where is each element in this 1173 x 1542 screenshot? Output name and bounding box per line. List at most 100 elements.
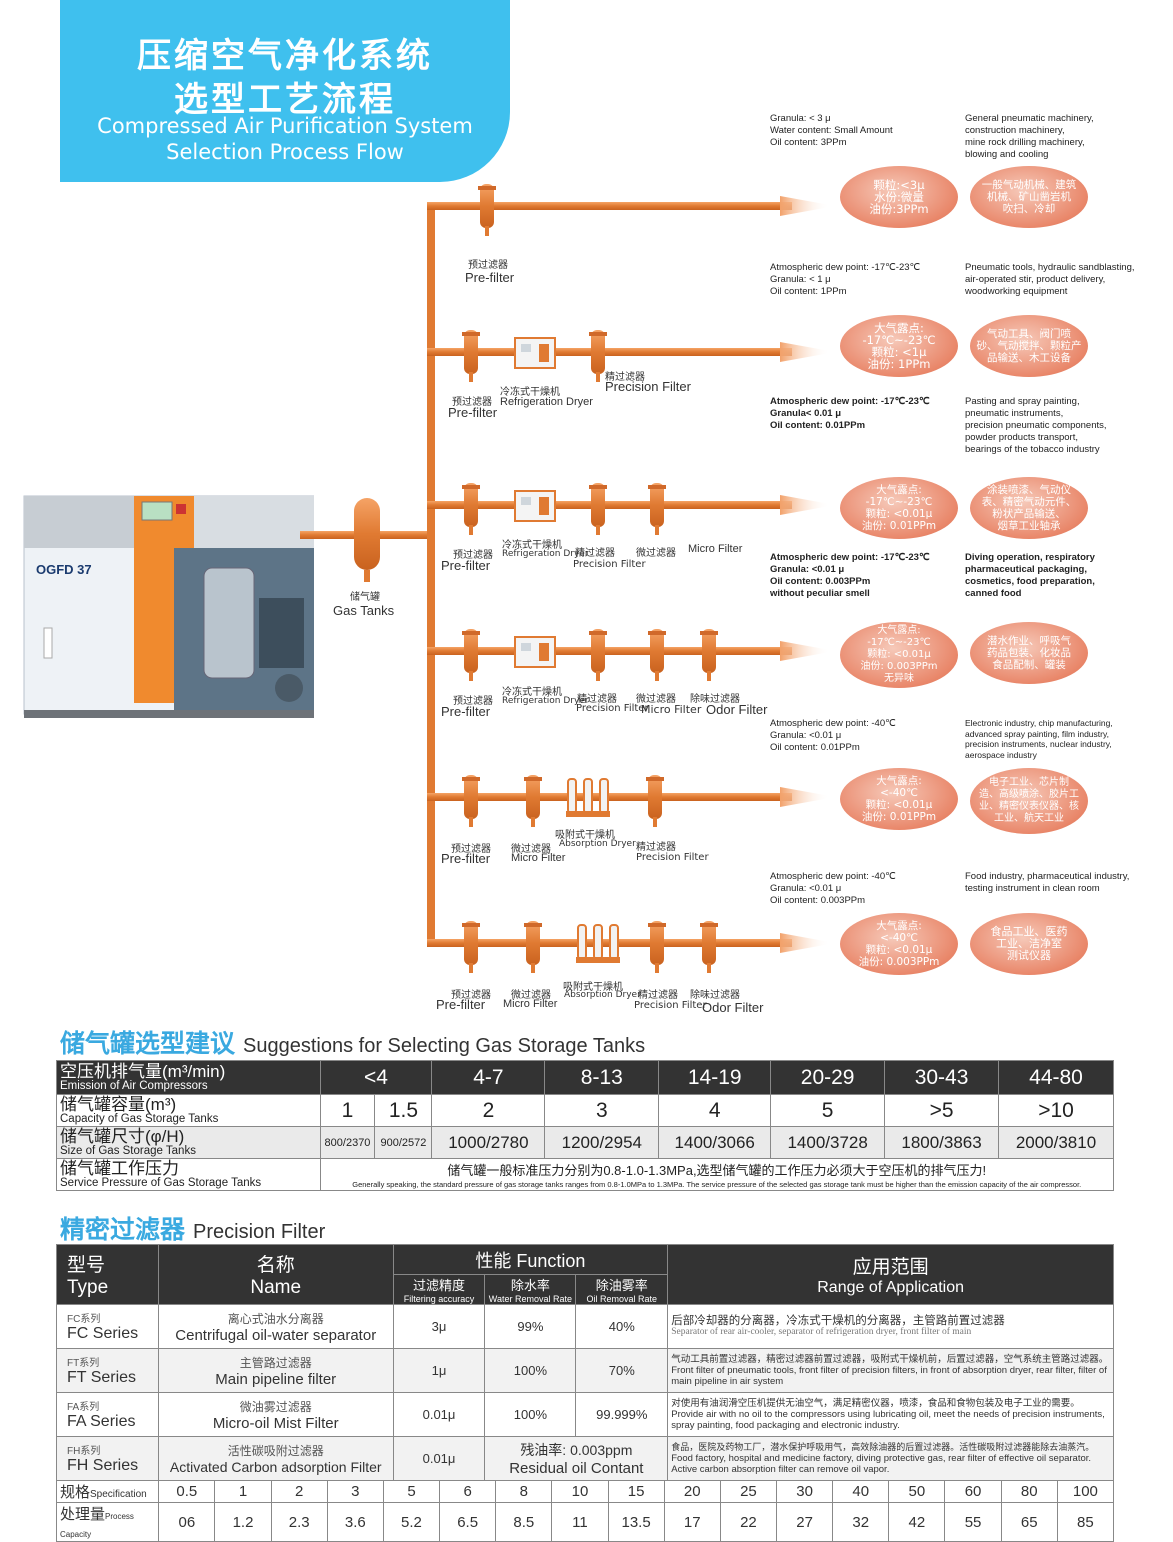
b5-micro-cn: 微过滤器: [511, 844, 551, 855]
b5-application-cn: 电子工业、芯片制 造、高级喷涂、胶片工 业、精密仪表仪器、核 工业、航天工业: [979, 777, 1079, 824]
filter-icon: [462, 921, 480, 973]
b6-micro-cn: 微过滤器: [511, 990, 551, 1001]
b2-quality-bubble: 大气露点: -17℃~-23℃ 颗粒: <1μ 油份: 1PPm: [840, 315, 958, 377]
b2-application-info: Pneumatic tools, hydraulic sandblasting,…: [965, 262, 1135, 297]
b6-application-bubble: 食品工业、医药 工业、洁净室 测试仪器: [970, 913, 1088, 975]
size-cell: 1400/3066: [658, 1126, 772, 1159]
tank-section-title-en: Suggestions for Selecting Gas Storage Ta…: [243, 1035, 646, 1057]
b4-odor-cn: 除味过滤器: [690, 694, 740, 705]
absorption-dryer-icon: [566, 778, 610, 817]
b4-application-bubble: 潜水作业、呼吸气 药品包装、化妆品 食品配制、罐装: [970, 622, 1088, 684]
b6-micro-en: Micro Filter: [503, 998, 558, 1010]
b5-quality-info: Atmospheric dew point: -40℃ Granula: <0.…: [770, 718, 896, 753]
capacity-cell: 1: [319, 1094, 376, 1127]
b6-precision-cn: 精过滤器: [638, 990, 678, 1001]
emission-cell: 44-80: [998, 1060, 1114, 1095]
b1-application-bubble: 一般气动机械、建筑 机械、矿山凿岩机 吹扫、冷却: [970, 166, 1088, 228]
pipe-branch: [427, 921, 830, 973]
filter-icon: [524, 921, 542, 973]
b1-prefilter-en: Pre-filter: [465, 270, 515, 285]
b2-application-cn: 气动工具、阀门喷 砂、气动搅拌、颗粒产 品输送、木工设备: [976, 328, 1082, 364]
b3-quality-bubble: 大气露点: -17℃~-23℃ 颗粒: <0.01μ 油份: 0.01PPm: [840, 477, 958, 539]
b6-odor-en: Odor Filter: [702, 1000, 764, 1015]
pressure-note: 储气罐一般标准压力分别为0.8-1.0-1.3MPa,选型储气罐的工作压力必须大…: [319, 1158, 1115, 1191]
size-cell: 800/2370: [319, 1126, 376, 1159]
capacity-cell: 5: [770, 1094, 886, 1127]
b3-application-bubble: 涂装喷漆、气动仪 表、精密气动元件、 粉状产品输送、 烟草工业轴承: [970, 477, 1088, 539]
air-compressor-image: OGFD 37: [14, 488, 315, 728]
filter-section-title-cn: 精密过滤器: [60, 1215, 186, 1244]
airflow-arrow-icon: [780, 787, 830, 807]
b3-quality-cn: 大气露点: -17℃~-23℃ 颗粒: <0.01μ 油份: 0.01PPm: [861, 484, 937, 532]
b4-precision-cn: 精过滤器: [577, 694, 617, 705]
pipe-branch: [427, 184, 830, 236]
b3-precision-cn: 精过滤器: [575, 548, 615, 559]
refrigeration-dryer-icon: [514, 636, 556, 668]
capacity-cell: 1.5: [374, 1094, 433, 1127]
b5-abs-cn: 吸附式干燥机: [555, 830, 615, 841]
b1-application-info: General pneumatic machinery, constructio…: [965, 113, 1094, 160]
b5-application-bubble: 电子工业、芯片制 造、高级喷涂、胶片工 业、精密仪表仪器、核 工业、航天工业: [970, 768, 1088, 834]
b4-dryer-en: Refrigeration Dryer: [502, 696, 589, 706]
pressure-note-cn: 储气罐一般标准压力分别为0.8-1.0-1.3MPa,选型储气罐的工作压力必须大…: [447, 1163, 987, 1178]
b2-precision-cn: 精过滤器: [605, 372, 645, 383]
b5-precision-cn: 精过滤器: [636, 842, 676, 853]
emission-cell: <4: [319, 1060, 433, 1095]
filter-icon: [524, 775, 542, 827]
filter-icon: [462, 629, 480, 681]
b3-precision-en: Precision Filter: [573, 559, 646, 570]
b5-quality-cn: 大气露点: <-40℃ 颗粒: <0.01μ 油份: 0.01PPm: [861, 775, 937, 823]
b3-micro-cn: 微过滤器: [636, 548, 676, 559]
capacity-row: 储气罐容量(m³)Capacity of Gas Storage Tanks 1…: [56, 1094, 1114, 1127]
b4-prefilter-cn: 预过滤器: [453, 696, 493, 707]
b1-prefilter-cn: 预过滤器: [468, 260, 508, 271]
filter-icon: [589, 629, 607, 681]
refrigeration-dryer-icon: [514, 490, 556, 522]
b5-prefilter-cn: 预过滤器: [451, 844, 491, 855]
b2-prefilter-cn: 预过滤器: [452, 397, 492, 408]
b6-prefilter-en: Pre-filter: [436, 997, 486, 1012]
b4-odor-en: Odor Filter: [706, 702, 768, 717]
pipe-branch: [427, 629, 830, 681]
b4-application-cn: 潜水作业、呼吸气 药品包装、化妆品 食品配制、罐装: [987, 635, 1071, 671]
b1-quality-bubble: 颗粒:<3μ 水份:微量 油份:3PPm: [840, 166, 958, 228]
b2-prefilter-en: Pre-filter: [448, 405, 498, 420]
b6-quality-cn: 大气露点: <-40℃ 颗粒: <0.01μ 油份: 0.003PPm: [858, 920, 940, 968]
b3-prefilter-en: Pre-filter: [441, 558, 491, 573]
b4-application-info: Diving operation, respiratory pharmaceut…: [965, 552, 1095, 599]
size-cell: 1000/2780: [431, 1126, 546, 1159]
emission-cell: 4-7: [431, 1060, 546, 1095]
filter-icon: [646, 775, 664, 827]
b5-quality-bubble: 大气露点: <-40℃ 颗粒: <0.01μ 油份: 0.01PPm: [840, 768, 958, 830]
filter-icon: [462, 775, 480, 827]
capacity-cell: >5: [884, 1094, 999, 1127]
b2-dryer-cn: 冷冻式干燥机: [500, 387, 560, 398]
capacity-cell: 2: [431, 1094, 546, 1127]
tank-section-title-cn: 储气罐选型建议: [60, 1029, 236, 1058]
gas-tank-label-en: Gas Tanks: [333, 603, 395, 618]
b3-application-info: Pasting and spray painting, pneumatic in…: [965, 396, 1107, 455]
size-row-label: 储气罐尺寸(φ/H)Size of Gas Storage Tanks: [56, 1126, 321, 1159]
pipe-branch: [427, 483, 830, 535]
b4-dryer-cn: 冷冻式干燥机: [502, 687, 562, 698]
b6-application-cn: 食品工业、医药 工业、洁净室 测试仪器: [990, 925, 1068, 962]
absorption-dryer-icon: [576, 924, 620, 963]
b1-quality-info: Granula: < 3 μ Water content: Small Amou…: [770, 113, 893, 148]
pressure-note-en: Generally speaking, the standard pressur…: [352, 1180, 1082, 1189]
airflow-arrow-icon: [780, 933, 830, 953]
airflow-arrow-icon: [780, 641, 830, 661]
b6-application-info: Food industry, pharmaceutical industry, …: [965, 871, 1130, 894]
b6-quality-bubble: 大气露点: <-40℃ 颗粒: <0.01μ 油份: 0.003PPm: [840, 913, 958, 975]
tank-selection-table: 空压机排气量(m³/min)Emission of Air Compressor…: [56, 1060, 1115, 1191]
